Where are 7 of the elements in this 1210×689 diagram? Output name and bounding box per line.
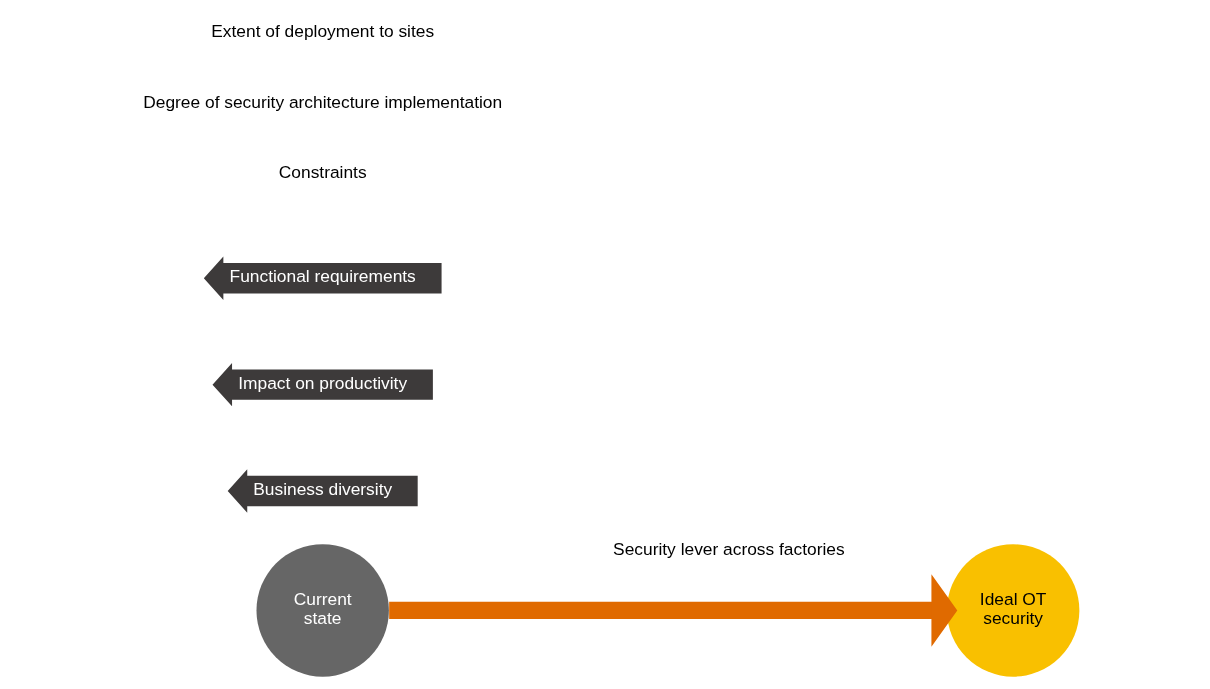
label: Constraints [278,161,367,182]
label: Extent of deployment to sites [210,20,434,41]
label: Degree of security architecture implementation [142,91,502,112]
node-circle: Current state [255,543,389,677]
node-circle: Ideal OT security [946,543,1079,677]
arrow [388,573,957,647]
edge-label: Security lever across factories [612,538,845,559]
